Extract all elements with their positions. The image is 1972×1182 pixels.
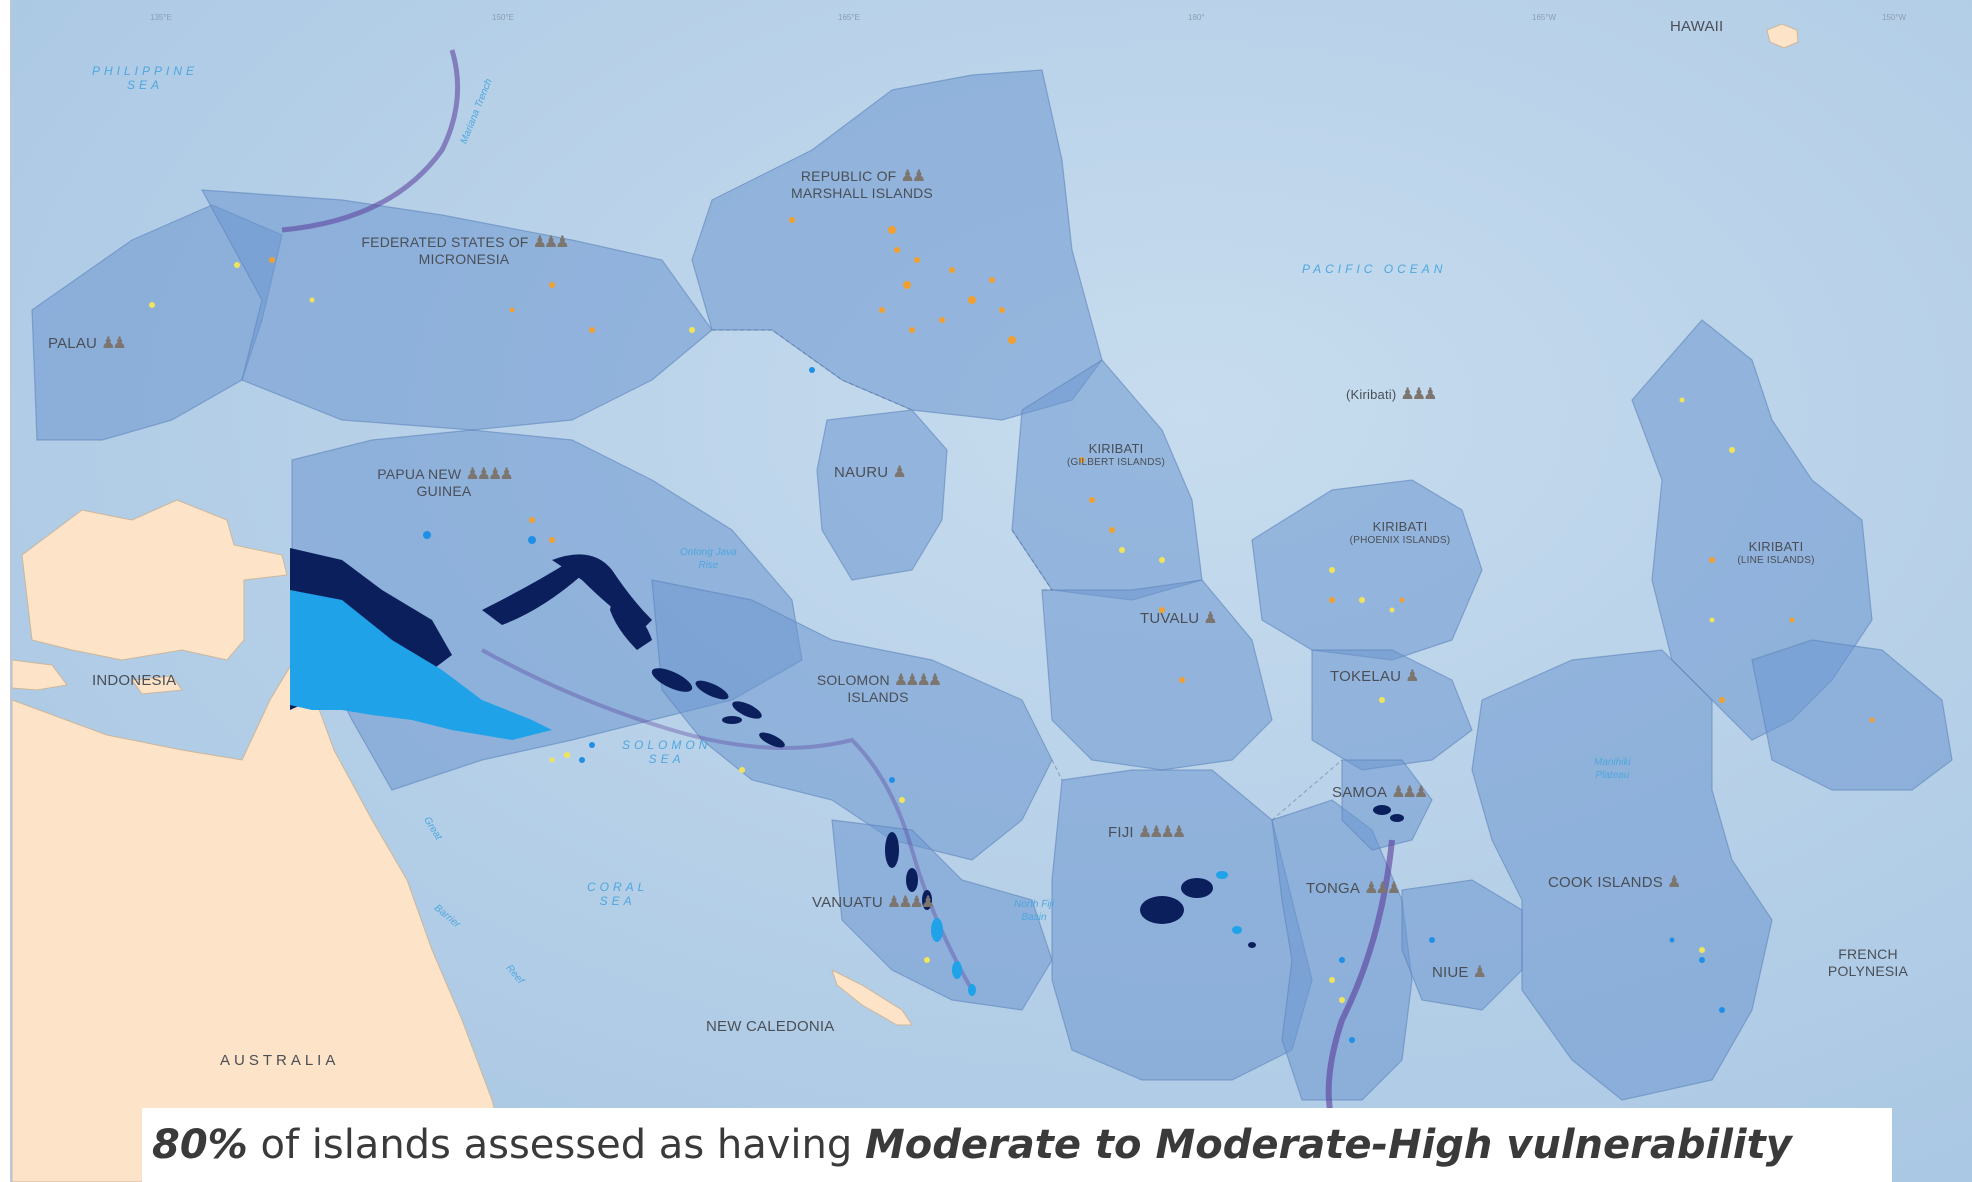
population-icon: ♟♟ (101, 335, 127, 352)
label-tonga: TONGA♟♟♟ (1306, 880, 1401, 897)
graticule-label: 150°E (492, 13, 514, 22)
vanuatu-islands-moderate (931, 918, 976, 996)
vanuatu-islands-chain (885, 832, 932, 910)
label-vanuatu: VANUATU♟♟♟♟ (812, 894, 935, 911)
label-australia: AUSTRALIA (220, 1052, 340, 1069)
new-britain (482, 559, 586, 625)
label-samoa: SAMOA♟♟♟ (1332, 784, 1428, 801)
eez-boundary (1271, 759, 1343, 821)
graticule-label: 180° (1188, 13, 1205, 22)
eez-niue (1401, 879, 1523, 1011)
population-icon: ♟♟♟ (1364, 880, 1401, 897)
label-kiribati-phoenix: KIRIBATI (PHOENIX ISLANDS) (1349, 519, 1451, 546)
label-kiribati-line: KIRIBATI (LINE ISLANDS) (1737, 539, 1815, 566)
eez-boundary (1011, 529, 1053, 591)
caption-percentage: 80% (152, 1122, 248, 1168)
mariana-trench (281, 49, 461, 233)
eez-phoenix (1251, 479, 1483, 661)
graticule-label: 150°W (1882, 13, 1907, 22)
graticule-label: 165°W (1532, 13, 1557, 22)
graticule-label: 135°E (150, 13, 172, 22)
fiji-islands (1140, 871, 1256, 948)
atolls-moderate (149, 262, 1735, 1003)
bougainville (610, 600, 652, 650)
png-mainland-moderate (290, 590, 552, 740)
label-kiribati: (Kiribati)♟♟♟ (1346, 386, 1437, 403)
caption-emphasis: Moderate to Moderate-High vulnerability (864, 1122, 1792, 1168)
new-britain-trench (481, 648, 974, 991)
map-frame: 135°E 150°E 165°E 180° 165°W 150°W PHILI… (10, 0, 1972, 1182)
eez-solomon (651, 579, 1053, 861)
label-tokelau: TOKELAU♟ (1330, 668, 1420, 685)
caption-banner: 80% of islands assessed as having Modera… (142, 1108, 1892, 1182)
population-icon: ♟♟♟♟ (1137, 824, 1186, 841)
population-icon: ♟♟♟♟ (886, 894, 935, 911)
population-icon: ♟♟ (900, 168, 926, 185)
label-palau: PALAU♟♟ (48, 335, 127, 352)
population-icon: ♟♟♟ (1391, 784, 1428, 801)
population-icon: ♟ (1203, 610, 1217, 627)
eez-tokelau (1311, 649, 1473, 771)
population-icon: ♟ (892, 464, 906, 481)
population-icon: ♟ (1405, 668, 1419, 685)
label-marshall-islands: REPUBLIC OF♟♟ MARSHALL ISLANDS (791, 168, 933, 201)
label-french-polynesia: FRENCH POLYNESIA (1827, 946, 1909, 979)
label-new-caledonia: NEW CALEDONIA (706, 1018, 835, 1035)
eez-vanuatu (831, 819, 1053, 1011)
eez-boundary (712, 329, 913, 411)
atolls-low (423, 367, 1725, 1043)
label-niue: NIUE♟ (1432, 964, 1487, 981)
label-nauru: NAURU♟ (834, 464, 907, 481)
label-png: PAPUA NEW♟♟♟♟ GUINEA (377, 466, 513, 499)
atolls-moderate-high (269, 217, 1875, 723)
caption-text: of islands assessed as having (247, 1122, 865, 1168)
samoa-islands (1373, 805, 1404, 822)
eez-tuvalu (1041, 579, 1273, 771)
label-solomon-islands: SOLOMON♟♟♟♟ ISLANDS (816, 672, 942, 705)
population-icon: ♟♟♟ (1400, 386, 1437, 403)
population-icon: ♟♟♟ (532, 234, 570, 251)
population-icon: ♟♟♟♟ (893, 672, 942, 689)
new-guinea-west (21, 499, 288, 661)
map-canvas (12, 0, 1972, 1182)
eez-nauru (816, 409, 948, 581)
indonesia-island (12, 659, 68, 691)
eez-micronesia (200, 189, 713, 431)
label-hawaii: HAWAII (1670, 18, 1724, 35)
population-icon: ♟ (1472, 964, 1487, 981)
tonga-trench (1325, 839, 1395, 1121)
label-kiribati-gilbert: KIRIBATI (GILBERT ISLANDS) (1066, 441, 1166, 468)
population-icon: ♟♟♟♟ (465, 466, 513, 483)
graticule-label: 165°E (838, 13, 860, 22)
label-fiji: FIJI♟♟♟♟ (1108, 824, 1186, 841)
eez-boundary (1051, 759, 1063, 781)
indonesia-island (131, 675, 183, 695)
hawaii-island (1766, 23, 1799, 49)
label-indonesia: INDONESIA (92, 672, 177, 689)
eez-line-south (1751, 639, 1953, 791)
eez-samoa (1341, 759, 1433, 851)
population-icon: ♟ (1666, 874, 1681, 891)
solomon-islands-chain (651, 668, 785, 748)
label-cook-islands: COOK ISLANDS♟ (1548, 874, 1681, 891)
pacific-ocean-label: PACIFIC OCEAN (1302, 262, 1447, 276)
label-tuvalu: TUVALU♟ (1140, 610, 1218, 627)
new-caledonia-island (831, 969, 913, 1026)
label-micronesia: FEDERATED STATES OF♟♟♟ MICRONESIA (361, 234, 570, 267)
